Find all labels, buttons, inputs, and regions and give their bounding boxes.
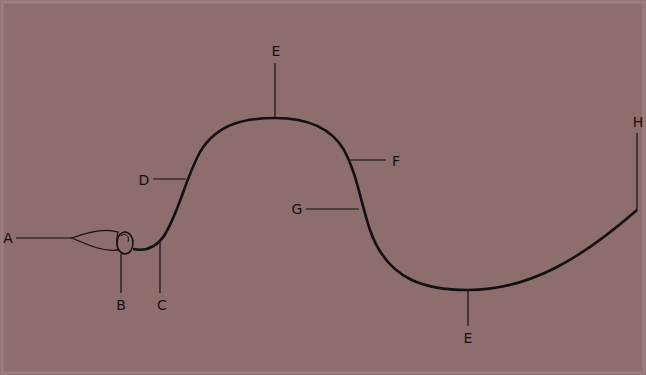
- spindle-shape: [72, 230, 118, 250]
- part-letter: C: [157, 297, 167, 313]
- part-letter: E: [272, 43, 281, 59]
- part-letter: E: [464, 330, 473, 346]
- part-letter: B: [116, 297, 126, 313]
- wave-curve: [133, 118, 637, 290]
- leader-line: [159, 242, 160, 293]
- leader-line: [467, 291, 468, 326]
- leader-line: [16, 237, 72, 238]
- part-letter: A: [3, 230, 13, 246]
- head-detail: [121, 234, 128, 242]
- part-letter: H: [633, 114, 644, 130]
- leader-line: [153, 178, 186, 179]
- part-letter: D: [139, 172, 150, 188]
- leader-line: [350, 159, 386, 160]
- head-oval: [117, 232, 133, 254]
- leader-line: [306, 208, 359, 209]
- leader-line: [120, 254, 121, 293]
- part-letter: F: [392, 153, 400, 169]
- part-letter: G: [292, 201, 303, 217]
- leader-line: [636, 133, 637, 210]
- leader-line: [274, 63, 275, 118]
